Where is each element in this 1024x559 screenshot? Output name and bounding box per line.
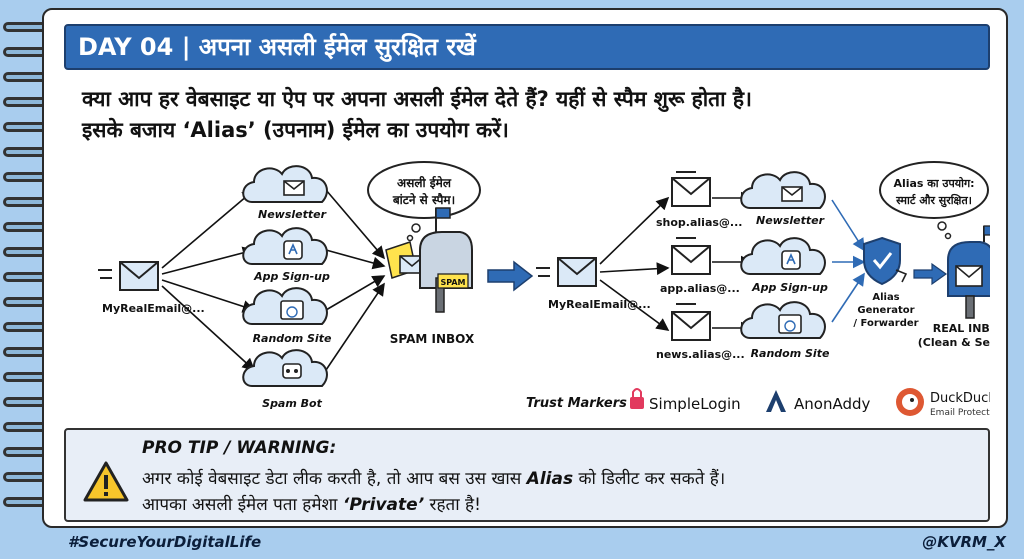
right-node-newsletter: Newsletter — [756, 214, 825, 227]
globe-icon — [286, 306, 298, 318]
newsletter-cloud — [242, 165, 328, 203]
right-newsletter-cloud — [740, 171, 826, 209]
transition-arrow-icon — [487, 260, 534, 292]
random-site-cloud — [242, 287, 328, 325]
alias-shop: shop.alias@... — [656, 216, 742, 229]
tip-title: PRO TIP / WARNING: — [142, 438, 337, 458]
brand-anonaddy: AnonAddy — [794, 395, 870, 413]
right-random-site-cloud — [740, 301, 826, 339]
left-bubble-line-1: असली ईमेल — [397, 176, 452, 190]
generator-line-2: Generator — [857, 305, 914, 316]
page-title: DAY 04 | अपना असली ईमेल सुरक्षित रखें — [64, 24, 990, 70]
app-signup-cloud — [242, 227, 328, 265]
tip-line-2: आपका असली ईमेल पता हमेशा ‘Private’ रहता … — [142, 492, 481, 515]
tip-line-1: अगर कोई वेबसाइट डेटा लीक करती है, तो आप … — [142, 466, 725, 489]
spam-tag: SPAM — [440, 278, 465, 287]
real-mailbox-icon — [947, 225, 990, 319]
anonaddy-logo-icon — [766, 390, 786, 412]
left-node-random-site: Random Site — [253, 332, 332, 345]
tip-private-emphasis: ‘Private’ — [342, 495, 425, 515]
lock-icon — [630, 388, 644, 409]
brand-duckduckgo: DuckDuckGo — [930, 391, 990, 406]
real-inbox-line-1: REAL INBOX — [933, 322, 990, 335]
duckduckgo-logo-icon — [896, 388, 924, 416]
shield-icon — [863, 236, 908, 286]
right-bubble-line-2: स्मार्ट और सुरक्षित। — [895, 193, 972, 208]
alias-app: app.alias@... — [660, 282, 740, 295]
email-flow-diagram: MyRealEmail@... Newsletter App Sign-up — [98, 161, 990, 418]
alias-envelope-app — [671, 237, 711, 275]
tip-line-1-a: अगर कोई वेबसाइट डेटा लीक करती है, तो आप … — [142, 469, 527, 489]
spam-inbox-label: SPAM INBOX — [390, 332, 475, 346]
alias-news: news.alias@... — [656, 348, 745, 361]
mail-icon — [283, 180, 305, 196]
pro-tip-box: PRO TIP / WARNING: अगर कोई वेबसाइट डेटा … — [64, 428, 990, 522]
intro-line-1: क्या आप हर वेबसाइट या ऐप पर अपना असली ईम… — [82, 87, 753, 111]
generator-line-3: / Forwarder — [853, 318, 918, 329]
left-node-spam-bot: Spam Bot — [262, 397, 322, 410]
left-bubble-line-2: बांटने से स्पैम। — [392, 193, 455, 207]
left-node-newsletter: Newsletter — [258, 208, 327, 221]
right-app-signup-cloud — [740, 237, 826, 275]
intro-text: क्या आप हर वेबसाइट या ऐप पर अपना असली ईम… — [82, 84, 982, 146]
brand-duckduckgo-sub: Email Protection — [930, 408, 990, 418]
brand-simplelogin: SimpleLogin — [649, 395, 741, 413]
alias-envelope-news — [671, 303, 711, 341]
tip-alias-emphasis: Alias — [526, 469, 574, 489]
left-node-app-signup: App Sign-up — [253, 270, 330, 283]
real-inbox-line-2: (Clean & Secure) — [918, 336, 990, 349]
bot-icon — [282, 363, 302, 379]
trust-markers-label: Trust Markers — [526, 396, 627, 411]
left-thought-bubble — [367, 161, 481, 242]
generator-line-1: Alias — [872, 292, 899, 303]
tip-line-1-c: को डिलीट कर सकते हैं। — [573, 469, 726, 489]
footer-handle: @KVRM_X — [922, 533, 1006, 551]
left-source-envelope-icon — [98, 261, 159, 291]
right-source-label: MyRealEmail@... — [548, 298, 651, 311]
tip-line-2-a: आपका असली ईमेल पता हमेशा — [142, 495, 343, 515]
right-thought-bubble — [879, 161, 989, 240]
notebook-page: DAY 04 | अपना असली ईमेल सुरक्षित रखें क्… — [42, 8, 1008, 528]
left-source-label: MyRealEmail@... — [102, 302, 205, 315]
right-source-envelope-icon — [536, 257, 597, 287]
right-bubble-line-1: Alias का उपयोग: — [893, 176, 974, 190]
tip-line-2-c: रहता है! — [424, 495, 481, 515]
spam-bot-cloud — [242, 349, 328, 387]
forward-arrow-icon — [913, 262, 948, 286]
right-node-random-site: Random Site — [751, 347, 830, 360]
alias-envelope-shop — [671, 171, 711, 207]
spam-mailbox-icon — [385, 207, 473, 313]
warning-icon — [83, 461, 129, 502]
right-node-app-signup: App Sign-up — [751, 281, 828, 294]
intro-line-2: इसके बजाय ‘Alias’ (उपनाम) ईमेल का उपयोग … — [82, 118, 509, 142]
footer-hashtag: #SecureYourDigitalLife — [68, 533, 262, 551]
